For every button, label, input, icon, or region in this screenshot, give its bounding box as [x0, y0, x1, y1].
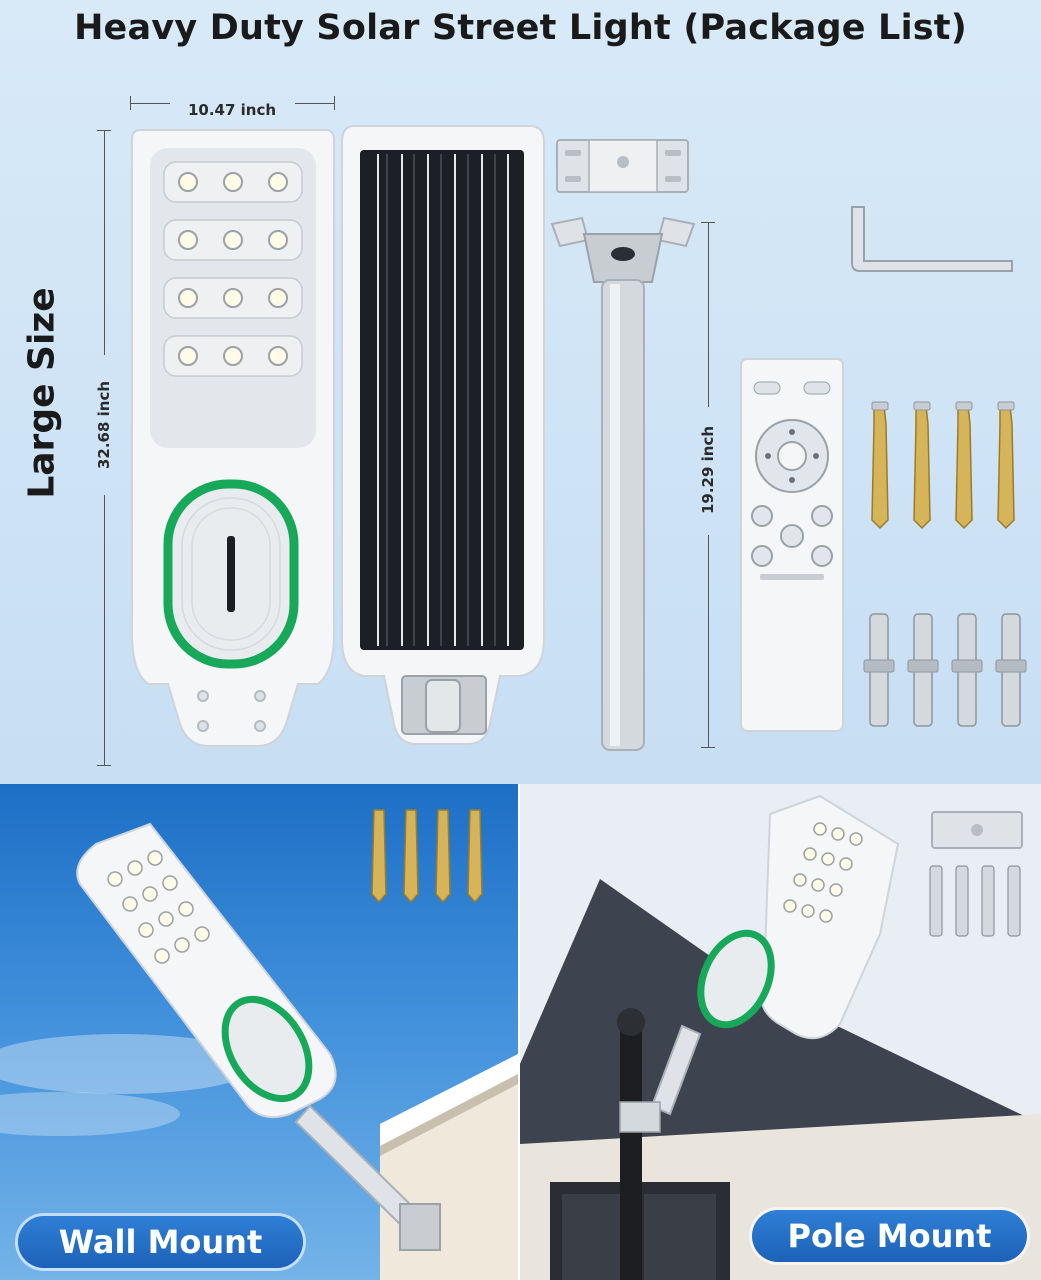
height-tick-bottom — [97, 765, 111, 766]
hex-key-icon — [846, 203, 1016, 275]
width-dimension-line-right — [295, 103, 335, 104]
pole-arm-icon — [548, 212, 698, 757]
led-lamp-icon — [128, 124, 338, 754]
width-dimension: 10.47 inch — [187, 101, 277, 119]
solar-panel-icon — [340, 124, 546, 749]
wall-mount-scene — [0, 784, 518, 1280]
wall-bolts-illustration — [371, 809, 483, 904]
package-list-panel: Heavy Duty Solar Street Light (Package L… — [0, 0, 1041, 784]
screw-icon — [862, 610, 1028, 730]
page-title: Heavy Duty Solar Street Light (Package L… — [74, 8, 967, 48]
height-dimension: 32.68 inch — [95, 380, 113, 470]
wall-lamp-illustration — [76, 822, 441, 1251]
pole-bracket-illustration — [929, 811, 1023, 937]
height-dimension-line-bottom — [104, 495, 105, 765]
pole-dimension-line-bottom — [708, 535, 709, 747]
pole-mount-scene — [520, 784, 1041, 1280]
wall-mount-label: Wall Mount — [18, 1216, 303, 1268]
height-dimension-line-top — [104, 130, 105, 355]
width-tick-right — [334, 96, 335, 110]
expansion-bolt-icon — [864, 400, 1026, 530]
pole-mount-label: Pole Mount — [752, 1210, 1027, 1262]
pole-length-dimension: 19.29 inch — [699, 425, 717, 515]
mounting-bracket-icon — [555, 136, 690, 196]
remote-control-icon — [738, 356, 846, 734]
pole-dimension-line-top — [708, 222, 709, 407]
pole-tick-top — [701, 222, 715, 223]
large-size-label: Large Size — [21, 287, 63, 499]
height-tick-top — [97, 130, 111, 131]
width-dimension-line-left — [130, 103, 170, 104]
width-tick-left — [130, 96, 131, 110]
pole-tick-bottom — [701, 747, 715, 748]
pole-lamp-illustration — [619, 794, 900, 1133]
